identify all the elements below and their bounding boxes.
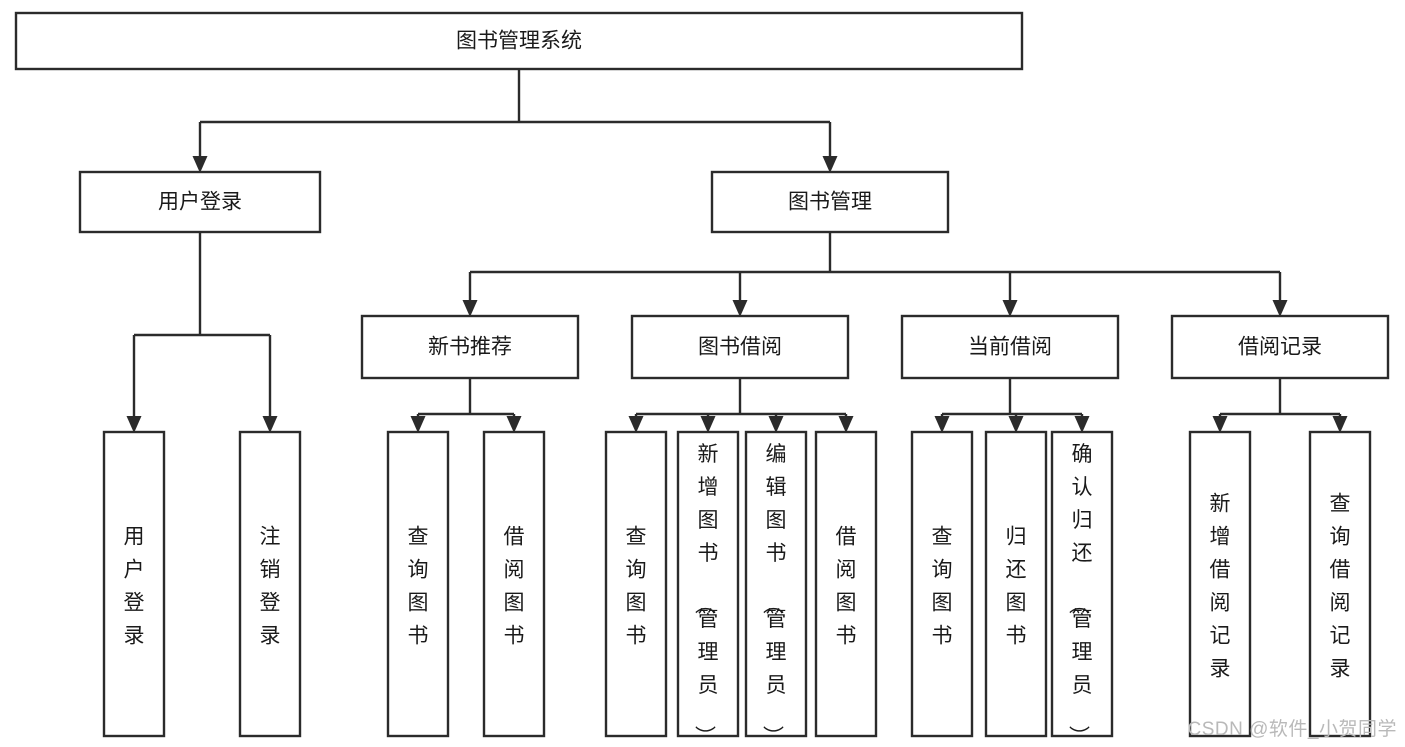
node-label-leaf-return-book: 归还图书 — [1006, 526, 1027, 648]
node-label-leaf-query-book-2: 查询图书 — [626, 526, 647, 648]
node-leaf-logout[interactable]: 注销登录 — [238, 430, 302, 738]
node-label-borrow-record: 借阅记录 — [1238, 336, 1322, 359]
arrow-head-icon — [768, 416, 784, 433]
node-box-leaf-borrow-book-1[interactable] — [482, 430, 546, 738]
arrow-head-icon — [1272, 300, 1288, 317]
arrow-head-icon — [262, 416, 278, 433]
node-box-leaf-query-book-3[interactable] — [910, 430, 974, 738]
connectors-layer — [126, 69, 1348, 433]
node-box-current-borrow[interactable] — [900, 314, 1120, 380]
node-book-borrow[interactable]: 图书借阅 — [630, 314, 850, 380]
node-leaf-confirm-return[interactable]: 确认归还（管理员） — [1050, 430, 1114, 746]
arrow-head-icon — [192, 156, 208, 173]
node-label-leaf-query-book-1: 查询图书 — [408, 526, 429, 648]
node-label-root: 图书管理系统 — [456, 30, 582, 53]
node-leaf-return-book[interactable]: 归还图书 — [984, 430, 1048, 738]
node-leaf-query-book-1[interactable]: 查询图书 — [386, 430, 450, 738]
node-box-borrow-record[interactable] — [1170, 314, 1390, 380]
node-label-current-borrow: 当前借阅 — [968, 336, 1052, 359]
connector-current-borrow-to-leaves — [934, 378, 1090, 433]
connector-user-login-to-leaves — [126, 232, 278, 433]
arrow-head-icon — [732, 300, 748, 317]
node-leaf-user-login[interactable]: 用户登录 — [102, 430, 166, 738]
node-label-leaf-query-record: 查询借阅记录 — [1330, 493, 1351, 681]
connector-new-book-recommend-to-leaves — [410, 378, 522, 433]
node-label-new-book-recommend: 新书推荐 — [428, 336, 512, 359]
node-box-user-login[interactable] — [78, 170, 322, 234]
node-label-book-borrow: 图书借阅 — [698, 336, 782, 359]
node-leaf-query-book-2[interactable]: 查询图书 — [604, 430, 668, 738]
node-label-leaf-query-book-3: 查询图书 — [932, 526, 953, 648]
node-leaf-edit-book[interactable]: 编辑图书（管理员） — [744, 430, 808, 746]
arrow-head-icon — [822, 156, 838, 173]
node-leaf-add-book[interactable]: 新增图书（管理员） — [676, 430, 740, 746]
node-box-leaf-query-record[interactable] — [1308, 430, 1372, 738]
arrow-head-icon — [462, 300, 478, 317]
node-leaf-borrow-book-2[interactable]: 借阅图书 — [814, 430, 878, 738]
connector-borrow-record-to-leaves — [1212, 378, 1348, 433]
arrow-head-icon — [126, 416, 142, 433]
node-label-leaf-user-login: 用户登录 — [124, 526, 145, 648]
node-current-borrow[interactable]: 当前借阅 — [900, 314, 1120, 380]
node-label-leaf-add-book: 新增图书（管理员） — [693, 443, 719, 746]
connector-book-borrow-to-leaves — [628, 378, 854, 433]
csdn-watermark: CSDN @软件_小贺同学 — [1187, 719, 1397, 740]
node-box-root[interactable] — [14, 11, 1024, 71]
node-box-leaf-user-login[interactable] — [102, 430, 166, 738]
arrow-head-icon — [1002, 300, 1018, 317]
connector-book-manage-to-level2 — [462, 232, 1288, 317]
node-box-book-manage[interactable] — [710, 170, 950, 234]
node-box-leaf-add-book[interactable] — [676, 430, 740, 738]
arrow-head-icon — [1074, 416, 1090, 433]
node-box-leaf-return-book[interactable] — [984, 430, 1048, 738]
node-user-login[interactable]: 用户登录 — [78, 170, 322, 234]
arrow-head-icon — [410, 416, 426, 433]
arrow-head-icon — [506, 416, 522, 433]
arrow-head-icon — [628, 416, 644, 433]
node-box-leaf-query-book-2[interactable] — [604, 430, 668, 738]
node-leaf-add-record[interactable]: 新增借阅记录 — [1188, 430, 1252, 738]
node-label-leaf-add-record: 新增借阅记录 — [1210, 493, 1231, 681]
arrow-head-icon — [1332, 416, 1348, 433]
node-box-leaf-add-record[interactable] — [1188, 430, 1252, 738]
node-leaf-query-record[interactable]: 查询借阅记录 — [1308, 430, 1372, 738]
nodes-layer: 图书管理系统用户登录图书管理新书推荐图书借阅当前借阅借阅记录用户登录注销登录查询… — [14, 11, 1390, 746]
node-label-book-manage: 图书管理 — [788, 191, 872, 214]
node-root[interactable]: 图书管理系统 — [14, 11, 1024, 71]
arrow-head-icon — [1008, 416, 1024, 433]
node-box-leaf-confirm-return[interactable] — [1050, 430, 1114, 738]
node-box-leaf-edit-book[interactable] — [744, 430, 808, 738]
arrow-head-icon — [700, 416, 716, 433]
node-label-leaf-logout: 注销登录 — [260, 526, 281, 648]
node-label-leaf-confirm-return: 确认归还（管理员） — [1067, 443, 1093, 746]
node-box-leaf-logout[interactable] — [238, 430, 302, 738]
node-box-leaf-query-book-1[interactable] — [386, 430, 450, 738]
node-box-new-book-recommend[interactable] — [360, 314, 580, 380]
node-label-leaf-borrow-book-2: 借阅图书 — [836, 526, 857, 648]
node-label-user-login: 用户登录 — [158, 191, 242, 214]
node-borrow-record[interactable]: 借阅记录 — [1170, 314, 1390, 380]
arrow-head-icon — [838, 416, 854, 433]
node-label-leaf-borrow-book-1: 借阅图书 — [504, 526, 525, 648]
arrow-head-icon — [1212, 416, 1228, 433]
arrow-head-icon — [934, 416, 950, 433]
connector-root-to-level1 — [192, 69, 838, 173]
node-leaf-borrow-book-1[interactable]: 借阅图书 — [482, 430, 546, 738]
node-label-leaf-edit-book: 编辑图书（管理员） — [761, 443, 787, 746]
node-box-leaf-borrow-book-2[interactable] — [814, 430, 878, 738]
node-new-book-recommend[interactable]: 新书推荐 — [360, 314, 580, 380]
node-box-book-borrow[interactable] — [630, 314, 850, 380]
node-book-manage[interactable]: 图书管理 — [710, 170, 950, 234]
node-leaf-query-book-3[interactable]: 查询图书 — [910, 430, 974, 738]
